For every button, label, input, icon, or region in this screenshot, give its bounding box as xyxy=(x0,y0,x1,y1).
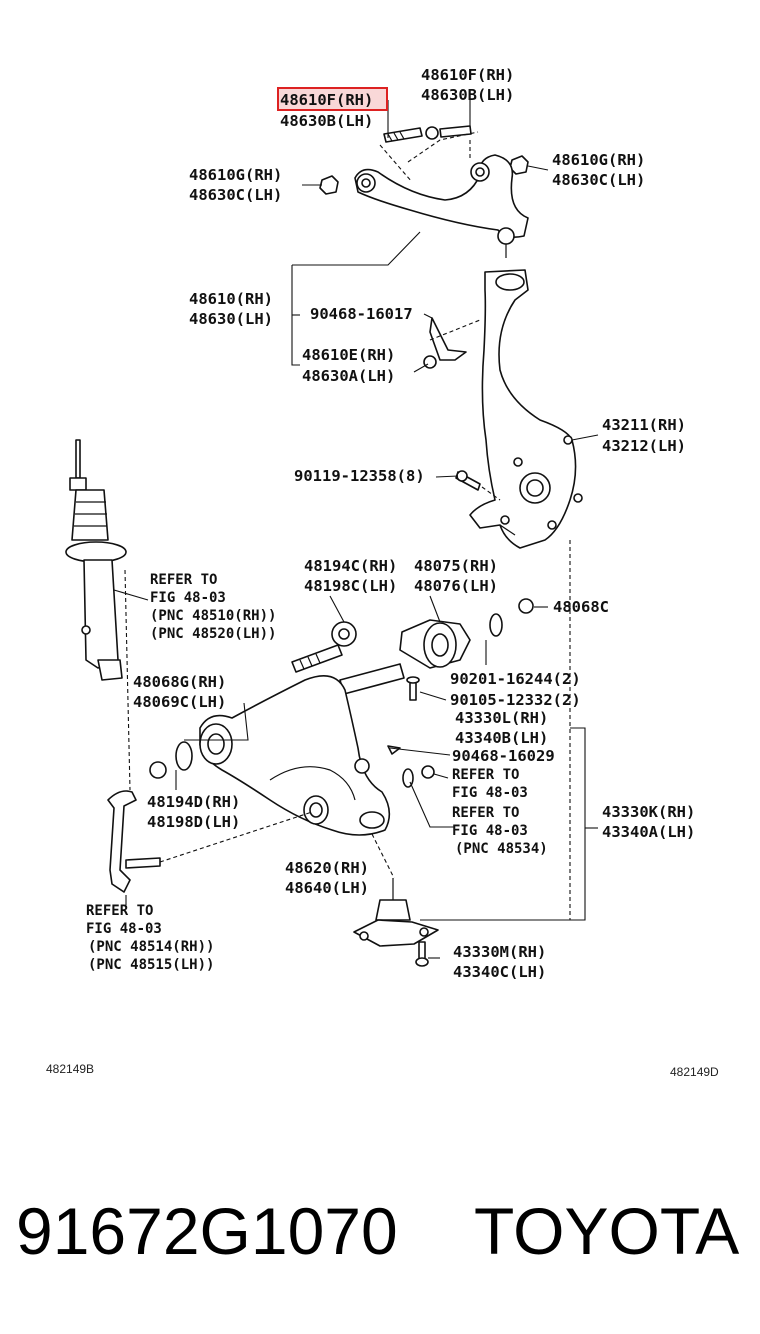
footer-part-number: 91672G1070 xyxy=(16,1194,398,1268)
label-48610E[interactable]: 48610E(RH) xyxy=(302,346,395,364)
label-48610G-left[interactable]: 48610G(RH) xyxy=(189,166,282,184)
ref-3-line-3: (PNC 48534) xyxy=(455,841,548,857)
label-48068C[interactable]: 48068C xyxy=(553,598,609,616)
ref-3-line-1: REFER TO xyxy=(452,805,519,821)
upper-arm-bolt-left xyxy=(383,127,423,143)
ref-1-line-1: REFER TO xyxy=(150,572,217,588)
label-48630B-left[interactable]: 48630B(LH) xyxy=(280,112,373,130)
diagram-code-left: 482149B xyxy=(46,1062,94,1076)
ref-1-line-3: (PNC 48510(RH)) xyxy=(150,608,276,624)
label-48069C[interactable]: 48069C(LH) xyxy=(133,693,226,711)
diagram-code-right: 482149D xyxy=(670,1065,719,1079)
label-48068G[interactable]: 48068G(RH) xyxy=(133,673,226,691)
nut-48610E xyxy=(423,355,437,369)
label-48630[interactable]: 48630(LH) xyxy=(189,310,273,328)
upper-control-arm xyxy=(354,154,529,238)
highlighted-part-box[interactable] xyxy=(277,87,388,111)
label-48610F-top[interactable]: 48610F(RH) xyxy=(421,66,514,84)
label-48630B-top[interactable]: 48630B(LH) xyxy=(421,86,514,104)
label-48076[interactable]: 48076(LH) xyxy=(414,577,498,595)
reference-notes: REFER TO FIG 48-03 (PNC 48510(RH)) (PNC … xyxy=(86,572,548,973)
nut-90468-16029 xyxy=(354,758,370,774)
label-43330L[interactable]: 43330L(RH) xyxy=(455,709,548,727)
label-43340A[interactable]: 43340A(LH) xyxy=(602,823,695,841)
ref-4-line-3: (PNC 48514(RH)) xyxy=(88,939,214,955)
upper-arm-bolt-right xyxy=(439,125,472,138)
label-48198D[interactable]: 48198D(LH) xyxy=(147,813,240,831)
ball-joint-flange xyxy=(353,919,439,947)
label-90201-16244[interactable]: 90201-16244(2) xyxy=(450,670,581,688)
ref-4-line-4: (PNC 48515(LH)) xyxy=(88,957,214,973)
label-48198C[interactable]: 48198C(LH) xyxy=(304,577,397,595)
washer-48194D xyxy=(175,741,193,771)
label-48630C-right[interactable]: 48630C(LH) xyxy=(552,171,645,189)
nut-48068G xyxy=(149,761,167,779)
steering-knuckle xyxy=(469,269,577,549)
shock-absorber-boot xyxy=(71,489,109,541)
label-43330M[interactable]: 43330M(RH) xyxy=(453,943,546,961)
label-43340C[interactable]: 43340C(LH) xyxy=(453,963,546,981)
ref-1-line-4: (PNC 48520(LH)) xyxy=(150,626,276,642)
shock-absorber-body xyxy=(83,559,119,669)
label-48194C[interactable]: 48194C(RH) xyxy=(304,557,397,575)
lower-control-arm-group xyxy=(149,663,435,836)
label-90119-12358[interactable]: 90119-12358(8) xyxy=(294,467,425,485)
label-48620[interactable]: 48620(RH) xyxy=(285,859,369,877)
ref-4-line-2[interactable]: FIG 48-03 xyxy=(86,921,162,937)
ref-1-line-2[interactable]: FIG 48-03 xyxy=(150,590,226,606)
footer-brand: TOYOTA xyxy=(474,1194,739,1268)
lower-arm-bushing-group xyxy=(399,598,534,701)
washer-90201 xyxy=(489,613,503,637)
bolt-90105 xyxy=(409,681,417,701)
label-43212[interactable]: 43212(LH) xyxy=(602,437,686,455)
upper-control-arm-group xyxy=(319,125,529,258)
ref-4-line-1: REFER TO xyxy=(86,903,153,919)
part-labels: 48610F(RH) 48630B(LH) 48610F(RH) 48630B(… xyxy=(133,66,695,981)
lower-control-arm xyxy=(199,674,391,836)
label-90105-12332[interactable]: 90105-12332(2) xyxy=(450,691,581,709)
label-43330K[interactable]: 43330K(RH) xyxy=(602,803,695,821)
label-48630A[interactable]: 48630A(LH) xyxy=(302,367,395,385)
nut-center xyxy=(425,126,439,140)
steering-knuckle-group xyxy=(469,269,583,549)
bolt-48194C xyxy=(291,644,343,673)
label-48075[interactable]: 48075(RH) xyxy=(414,557,498,575)
ref-2-line-1: REFER TO xyxy=(452,767,519,783)
ref-2-line-2[interactable]: FIG 48-03 xyxy=(452,785,528,801)
nut-48068C xyxy=(518,598,534,614)
lower-ball-joint xyxy=(375,899,411,921)
nut-48610G-left xyxy=(319,175,339,195)
upper-ball-joint xyxy=(497,227,515,245)
label-48610[interactable]: 48610(RH) xyxy=(189,290,273,308)
label-48610G-right[interactable]: 48610G(RH) xyxy=(552,151,645,169)
label-48610F-highlighted[interactable]: 48610F(RH) xyxy=(280,91,373,109)
label-43211[interactable]: 43211(RH) xyxy=(602,416,686,434)
bracket-90468-16017 xyxy=(423,317,481,369)
stabilizer-link xyxy=(107,790,137,893)
label-43340B[interactable]: 43340B(LH) xyxy=(455,729,548,747)
stabilizer-link-group xyxy=(107,790,313,893)
shock-absorber-group xyxy=(65,439,127,681)
label-48630C-left[interactable]: 48630C(LH) xyxy=(189,186,282,204)
ref-3-line-2[interactable]: FIG 48-03 xyxy=(452,823,528,839)
lower-ball-joint-group xyxy=(353,878,439,967)
label-48194D[interactable]: 48194D(RH) xyxy=(147,793,240,811)
label-90468-16029[interactable]: 90468-16029 xyxy=(452,747,555,765)
label-48640[interactable]: 48640(LH) xyxy=(285,879,369,897)
label-90468-16017[interactable]: 90468-16017 xyxy=(310,305,413,323)
